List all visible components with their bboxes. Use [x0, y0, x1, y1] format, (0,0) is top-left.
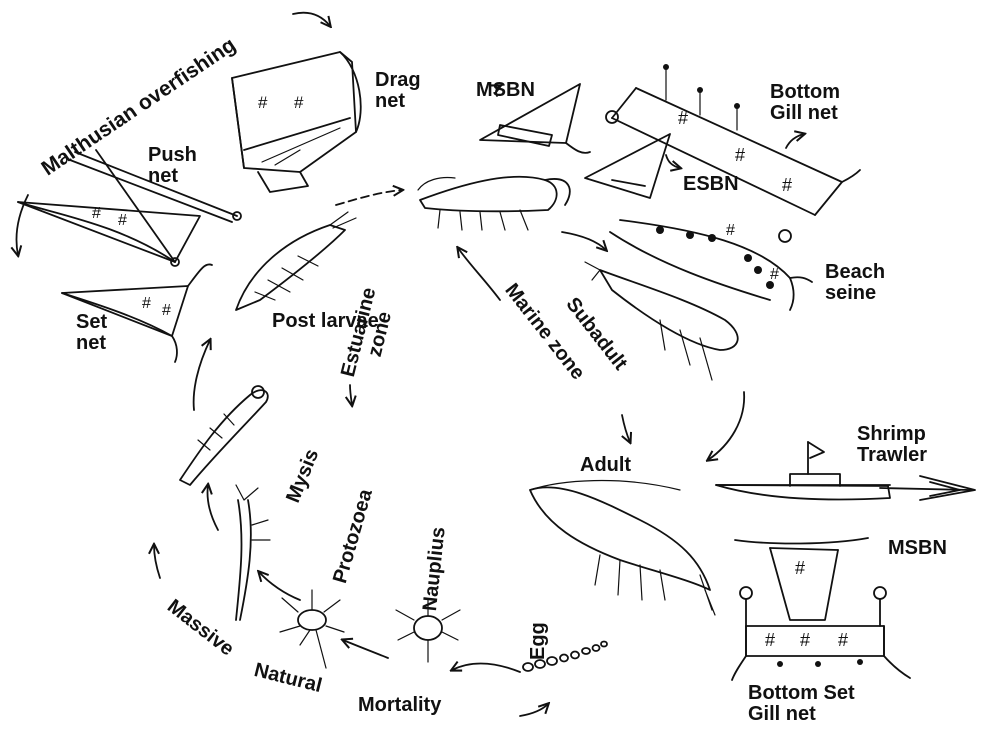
- bottom-set-gill-net-drawing: [731, 586, 911, 681]
- arrow-to-set-net: [192, 340, 210, 411]
- beach-seine-label-line-2: seine: [825, 282, 877, 304]
- bottom-set-gill-net-label: Bottom Set Gill net: [748, 683, 855, 725]
- drag-net-label-line-2: net: [375, 90, 405, 112]
- drag-net-label-line-1: Drag: [375, 69, 421, 91]
- beach-seine-hash-1: #: [726, 222, 735, 239]
- arrow-msbn-top: [496, 86, 500, 97]
- esbn-label: ESBN: [683, 173, 739, 195]
- shrimp-trawler-label-line-2: Trawler: [857, 444, 928, 466]
- arrow-subadult-to-trawler: [708, 391, 745, 460]
- bottom-gill-net-label-line-2: Gill net: [770, 102, 838, 124]
- arrow-subadult-to-adult: [621, 414, 630, 442]
- msbn-bottom-hash: #: [795, 558, 806, 578]
- shrimp-trawler-drawing: [715, 441, 976, 501]
- set-gill-net-hash-1: #: [765, 630, 776, 650]
- arrow-marine-zone-up: [458, 248, 501, 301]
- beach-seine-label-line-1: Beach: [825, 261, 886, 283]
- set-net-hash-1: #: [142, 295, 151, 312]
- push-net-drawing: [17, 149, 242, 267]
- set-net-hash-2: #: [162, 302, 171, 319]
- drag-net-hash-1: #: [258, 93, 268, 112]
- post-larvae-label: Post larvae: [272, 310, 379, 332]
- shrimp-trawler-label-line-1: Shrimp: [857, 423, 926, 445]
- set-gill-net-hash-3: #: [838, 630, 849, 650]
- push-net-hash-1: #: [92, 205, 101, 222]
- gill-net-hash-3: #: [782, 175, 793, 195]
- arrow-malthusian-left: [16, 194, 29, 255]
- bottom-set-gill-net-label-line-2: Gill net: [748, 703, 816, 725]
- adult-shrimp: [529, 479, 716, 616]
- push-net-label-line-2: net: [148, 165, 178, 187]
- push-net-label: Push net: [148, 145, 197, 187]
- beach-seine-drawing: [609, 219, 813, 311]
- arrow-mortality-right: [519, 704, 548, 717]
- msbn-bottom-label: MSBN: [888, 537, 947, 559]
- arrow-gill-net: [785, 134, 804, 149]
- protozoea-spiny-larva: [279, 589, 345, 669]
- eggs: [522, 640, 608, 672]
- adult-label: Adult: [580, 454, 632, 476]
- set-net-label-line-1: Set: [76, 311, 108, 333]
- beach-seine-label: Beach seine: [825, 262, 885, 304]
- arrow-mortality-up: [154, 545, 161, 579]
- push-net-hash-2: #: [118, 212, 127, 229]
- gill-net-hash-2: #: [735, 145, 746, 165]
- set-gill-net-hash-2: #: [800, 630, 811, 650]
- arrow-postlarvae-to-marine: [335, 190, 402, 206]
- post-larvae-shrimp: [235, 211, 357, 311]
- set-net-drawing: [61, 263, 213, 363]
- drag-net-hash-2: #: [294, 93, 304, 112]
- mysis-larva: [179, 385, 269, 486]
- shrimp-trawler-label: Shrimp Trawler: [857, 424, 927, 466]
- protozoea-larva: [235, 484, 271, 621]
- bottom-set-gill-net-label-line-1: Bottom Set: [748, 682, 855, 704]
- marine-zone-shrimp: [417, 175, 571, 231]
- arrow-protozoea-to-mysis: [259, 572, 301, 601]
- push-net-label-line-1: Push: [148, 144, 197, 166]
- set-net-label-line-2: net: [76, 332, 106, 354]
- egg-label: Egg: [527, 622, 549, 660]
- arrow-nauplius-to-protozoea: [343, 640, 389, 659]
- gill-net-hash-1: #: [678, 108, 689, 128]
- arrow-estuarine-down: [350, 384, 352, 405]
- nauplius-larva: [395, 599, 461, 663]
- life-cycle-arrows: [16, 11, 804, 717]
- msbn-top-label: MSBN: [476, 79, 535, 101]
- msbn-top-drawing: [479, 83, 591, 154]
- arrow-egg-to-nauplius: [452, 663, 521, 673]
- drag-net-drawing: [231, 51, 362, 193]
- arrow-marine-to-subadult: [561, 231, 606, 250]
- beach-seine-hash-2: #: [770, 266, 779, 283]
- arrow-esbn: [665, 154, 680, 168]
- bottom-gill-net-label-line-1: Bottom: [770, 81, 840, 103]
- mortality-word-mortality: Mortality: [358, 694, 442, 716]
- msbn-bottom-drawing: [734, 537, 869, 621]
- esbn-drawing: [584, 133, 671, 199]
- set-net-label: Set net: [76, 312, 107, 354]
- subadult-shrimp: [584, 261, 739, 381]
- bottom-gill-net-drawing: [605, 64, 861, 243]
- arrow-mysis-to-post-larvae: [207, 485, 219, 531]
- arrow-malthusian-top: [292, 11, 330, 26]
- drag-net-label: Drag net: [375, 70, 421, 112]
- bottom-gill-net-label: Bottom Gill net: [770, 82, 840, 124]
